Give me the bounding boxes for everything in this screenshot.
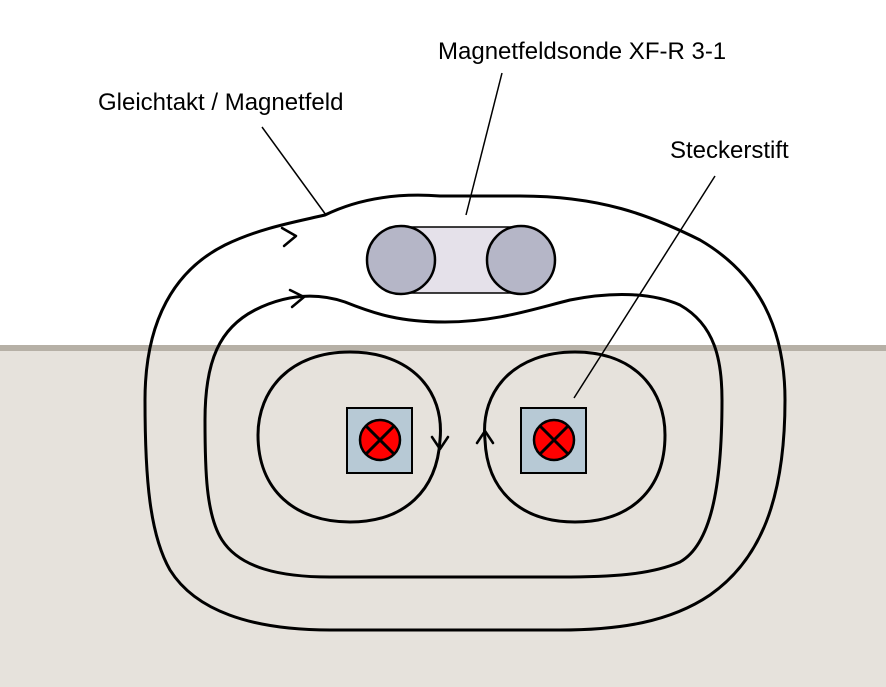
field-loop-middle	[203, 293, 724, 579]
probe-cap-left	[365, 224, 437, 296]
leader-line-probe	[465, 72, 503, 216]
cross-mark	[538, 424, 570, 456]
board-area	[0, 348, 886, 687]
field-loop-pin-left	[256, 350, 442, 524]
label-field: Gleichtakt / Magnetfeld	[98, 89, 343, 116]
magnetic-field-probe	[365, 224, 557, 296]
connector-pin-left	[346, 407, 413, 474]
label-probe: Magnetfeldsonde XF-R 3-1	[438, 38, 726, 65]
arrowhead-icon-right-pin	[475, 429, 495, 445]
arrowhead-icon-outer	[280, 226, 298, 248]
field-loop-pin-right	[483, 350, 667, 524]
field-loop-outer	[143, 193, 787, 632]
leader-line-pin	[573, 175, 716, 399]
arrowhead-icon-middle	[288, 288, 306, 309]
board-edge	[0, 345, 886, 351]
arrowhead-icon-left-pin	[430, 435, 450, 451]
cross-mark	[364, 424, 396, 456]
leader-line-field	[261, 126, 327, 216]
connector-pin-right	[520, 407, 587, 474]
label-pin: Steckerstift	[670, 137, 789, 164]
probe-cap-right	[485, 224, 557, 296]
